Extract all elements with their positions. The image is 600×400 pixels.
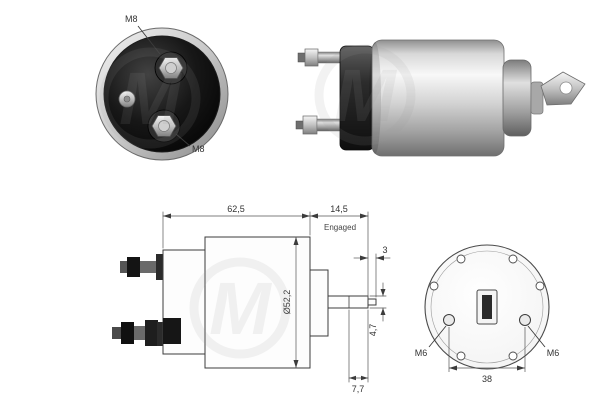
- rear-view: M6 M6 38: [415, 244, 560, 384]
- dim-pin-dia-label: 4,7: [368, 324, 378, 337]
- front-view: M8 M8: [95, 14, 229, 161]
- leader-line-m8-top: [137, 25, 161, 55]
- dim-diameter-label: Ø52,2: [282, 290, 292, 315]
- watermark: M M M: [99, 44, 416, 359]
- watermark-letter: M: [334, 54, 397, 137]
- render-body-seam: [369, 42, 381, 154]
- side-terminal-block: [163, 318, 181, 344]
- rear-label-m6-right: M6: [547, 348, 560, 358]
- dim-spacing-label: 38: [482, 374, 492, 384]
- watermark-logo-3: M: [189, 257, 291, 359]
- dim-7-7: 7,7: [348, 375, 369, 394]
- side-main-body: [204, 236, 311, 369]
- render-3d: [295, 39, 586, 157]
- engaged-label: Engaged: [324, 223, 356, 232]
- dim-14-5: 14,5 Engaged: [309, 204, 369, 232]
- side-bolt-bottom: [112, 320, 163, 346]
- rear-inner-circle: [430, 250, 544, 364]
- rear-hole-m6-right: [519, 314, 531, 326]
- render-stud-bottom: [295, 115, 343, 135]
- dim-38: 38: [448, 327, 526, 384]
- front-label-m8-top: M8: [125, 14, 138, 24]
- dim-offset-label: 7,7: [352, 384, 365, 394]
- watermark-letter: M: [119, 57, 182, 140]
- side-plunger-rod: [327, 295, 369, 309]
- watermark-logo-1: M: [99, 47, 201, 149]
- side-extension-lines: [162, 211, 387, 383]
- small-stud-left: [118, 90, 136, 108]
- rear-hole-m6-left: [443, 314, 455, 326]
- dim-62-5: 62,5: [162, 204, 311, 219]
- render-rear-cap: [502, 59, 532, 137]
- render-plunger: [530, 81, 544, 115]
- terminal-stud-top: [154, 51, 188, 85]
- side-nose: [309, 269, 329, 337]
- dim-pin-length-label: 3: [382, 245, 387, 255]
- dim-4-7: 4,7: [368, 282, 386, 337]
- dim-3: 3: [353, 245, 391, 261]
- leader-m6-right: [527, 325, 546, 348]
- rear-label-m6-left: M6: [415, 348, 428, 358]
- render-fork-hole: [559, 81, 573, 95]
- terminal-stud-bottom: [147, 109, 181, 143]
- side-bolt-top: [120, 254, 163, 280]
- dim-52-2: Ø52,2: [282, 236, 299, 369]
- rear-small-holes: [429, 254, 545, 361]
- watermark-logo-2: M: [314, 44, 416, 146]
- side-view: 62,5 14,5 Engaged 3 Ø52,2: [112, 204, 391, 394]
- front-label-m8-bottom: M8: [192, 144, 205, 154]
- render-stud-top: [297, 48, 343, 67]
- front-view-face: [103, 35, 221, 153]
- side-pin: [367, 298, 377, 306]
- dim-travel-label: 14,5: [330, 204, 348, 214]
- rear-center-slot: [482, 295, 492, 319]
- watermark-letter: M: [209, 267, 272, 350]
- leader-line-m8-bottom: [175, 133, 191, 147]
- leader-m6-left: [428, 325, 447, 348]
- dim-length-label: 62,5: [227, 204, 245, 214]
